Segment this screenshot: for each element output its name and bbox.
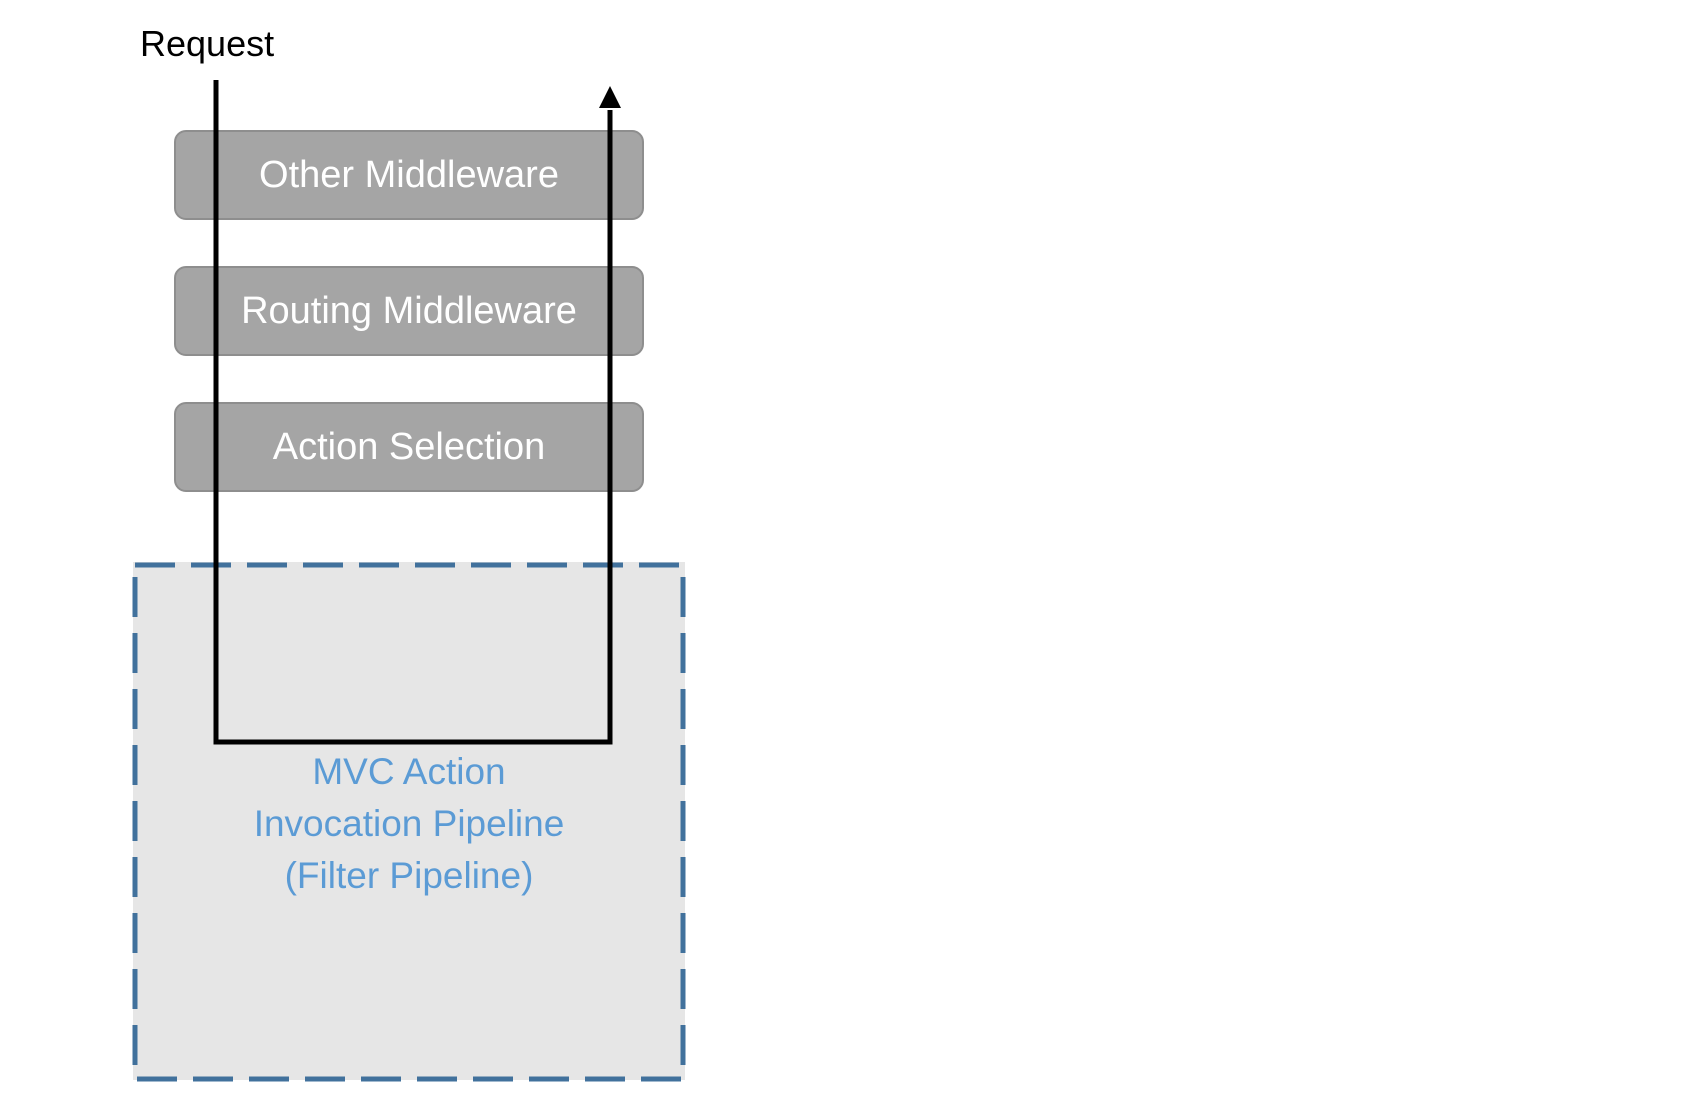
request-label: Request: [140, 23, 275, 64]
other-middleware-box: Other Middleware: [174, 130, 644, 220]
routing-middleware-box: Routing Middleware: [174, 266, 644, 356]
arrowhead-icon: [599, 86, 621, 108]
pipeline-label-line-1: MVC Action: [312, 751, 506, 792]
pipeline-label-line-3: (Filter Pipeline): [284, 855, 534, 896]
mvc-pipeline-label: MVC Action Invocation Pipeline (Filter P…: [133, 746, 685, 902]
action-selection-box: Action Selection: [174, 402, 644, 492]
pipeline-label-line-2: Invocation Pipeline: [253, 803, 565, 844]
